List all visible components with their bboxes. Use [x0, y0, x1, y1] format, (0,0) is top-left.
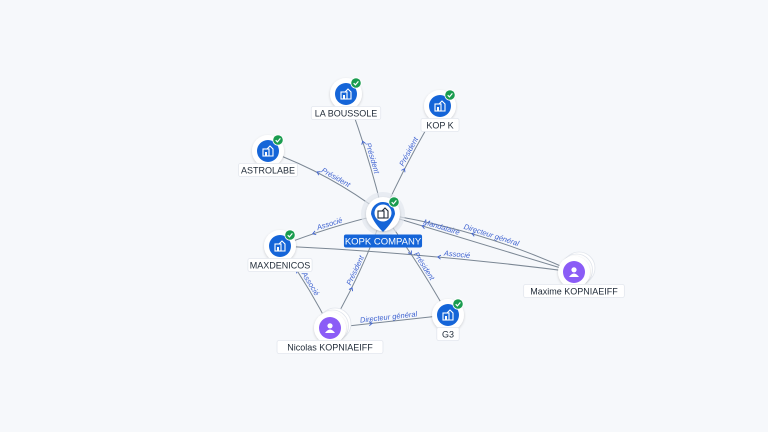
edge-label: Associé	[315, 216, 344, 233]
edge-label: Président	[397, 135, 420, 168]
node-maxdenicos[interactable]: MAXDENICOS	[247, 229, 313, 272]
node-label-background	[523, 284, 625, 298]
edge-line	[382, 213, 575, 273]
edge-arrow-icon	[316, 171, 321, 176]
verified-check-icon	[444, 89, 456, 101]
node-label-background	[247, 258, 313, 272]
node-label: MAXDENICOS	[250, 261, 311, 271]
person-icon	[569, 267, 579, 277]
verified-check-icon	[272, 134, 284, 146]
node-nicolas[interactable]: Nicolas KOPNIAEIFF	[276, 307, 384, 354]
edge-arrow-icon	[436, 254, 442, 260]
node-label-background	[238, 163, 298, 177]
node-label: ASTROLABE	[241, 166, 295, 176]
edge-arrow-icon	[401, 167, 406, 173]
node-label-background	[310, 106, 382, 120]
node-label: KOPK COMPANY	[345, 237, 422, 248]
building-icon	[442, 309, 454, 321]
edge-arrow-icon	[348, 286, 354, 292]
node-kop_k[interactable]: KOP K	[420, 89, 460, 132]
node-label-background	[436, 327, 460, 341]
edge-label: Directeur général	[359, 309, 417, 324]
nodes-layer: KOPK COMPANY LA BOUSSOLE KOP K ASTROLABE MAX…	[238, 77, 625, 354]
verified-check-icon	[388, 196, 400, 208]
edge-label: Président	[364, 142, 382, 176]
node-g3[interactable]: G3	[432, 298, 464, 341]
node-label-background	[276, 340, 384, 354]
edge-label: Président	[320, 166, 353, 190]
edge-arrow-icon	[311, 230, 317, 236]
building-icon	[434, 100, 446, 112]
edge-arrow-icon	[421, 224, 426, 229]
node-maxime[interactable]: Maxime KOPNIAEIFF	[523, 251, 625, 298]
node-label: LA BOUSSOLE	[315, 109, 378, 119]
building-icon	[377, 207, 389, 219]
node-label-background	[343, 234, 423, 248]
node-label: G3	[442, 330, 454, 340]
edge-arrow-icon	[368, 321, 373, 327]
building-icon	[262, 145, 274, 157]
node-kopk_company[interactable]: KOPK COMPANY	[343, 192, 423, 248]
node-label: KOP K	[426, 121, 453, 131]
edge-line	[382, 213, 575, 273]
verified-check-icon	[452, 298, 464, 310]
edge-label: Associé	[299, 269, 321, 297]
center-pin-inner	[374, 204, 392, 222]
node-la_boussole[interactable]: LA BOUSSOLE	[310, 77, 382, 120]
edge-line	[279, 245, 575, 273]
edge-arrow-icon	[361, 140, 366, 145]
edge-arrow-icon	[471, 232, 476, 237]
verified-check-icon	[284, 229, 296, 241]
edge-label: Directeur général	[463, 222, 521, 248]
node-label: Nicolas KOPNIAEIFF	[287, 343, 373, 353]
building-icon	[274, 240, 286, 252]
edge-label: Président	[412, 250, 437, 282]
edge-label: Associé	[443, 248, 471, 260]
building-icon	[340, 88, 352, 100]
edge-label: Mandataire	[422, 217, 461, 237]
node-label-background	[420, 118, 460, 132]
person-icon	[325, 323, 335, 333]
verified-check-icon	[350, 77, 362, 89]
edge-arrow-icon	[407, 250, 412, 255]
edge-maxime-maxdenicos[interactable]: Associé	[279, 245, 575, 273]
node-label: Maxime KOPNIAEIFF	[530, 287, 618, 297]
node-astrolabe[interactable]: ASTROLABE	[238, 134, 298, 177]
